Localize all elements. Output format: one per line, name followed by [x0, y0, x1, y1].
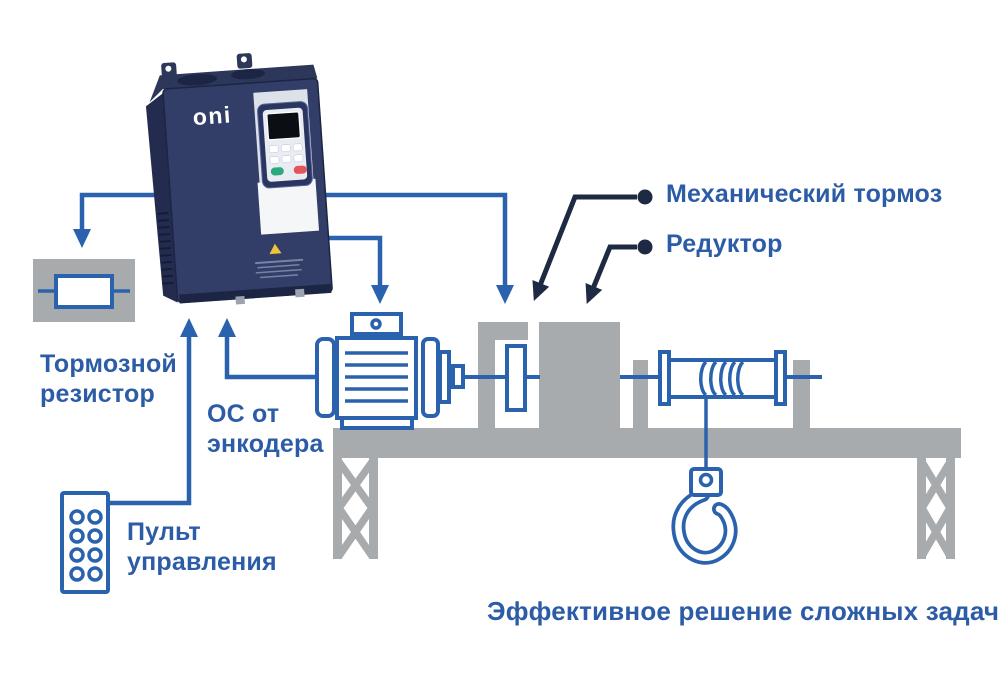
- bullet-gearbox: [637, 239, 653, 255]
- hook-block: [689, 467, 723, 497]
- wire-vfd-to-motor: [322, 235, 389, 304]
- motor-cooling-fins: [345, 351, 408, 403]
- bullet-mechanical-brake: [637, 189, 653, 205]
- lattice-tower-right: [917, 458, 955, 559]
- wire-vfd-to-brake: [322, 192, 514, 304]
- tower-braces: [918, 460, 954, 558]
- cooling-fan: [177, 74, 218, 86]
- motor-shaft-step: [438, 350, 451, 404]
- label-line: ОС от: [207, 400, 280, 428]
- run-button: [270, 167, 284, 176]
- warning-triangle-icon: [269, 243, 282, 255]
- control-panel-icon: [60, 491, 110, 594]
- cooling-fan: [230, 69, 265, 80]
- hook-body-inner: [675, 491, 734, 561]
- vfd-foot: [295, 288, 305, 298]
- motor-shaft-end: [451, 364, 465, 389]
- drum-flange-left: [658, 350, 671, 406]
- label-line: Пульт: [127, 518, 201, 546]
- label-line: энкодера: [207, 430, 324, 458]
- cable-drum-icon: [658, 350, 787, 406]
- tower-braces: [335, 459, 376, 559]
- hook-icon: [671, 397, 738, 565]
- resistor-symbol: [54, 274, 114, 309]
- motor-icon: [315, 312, 465, 430]
- crane-platform: [333, 428, 961, 458]
- callout-line-gearbox: [585, 244, 637, 304]
- wire-control-panel-to-vfd: [108, 318, 198, 506]
- keypad-display: [266, 111, 301, 141]
- drum-support-right: [793, 360, 810, 428]
- tower-leg: [369, 458, 378, 559]
- vfd-top-plate: [149, 64, 318, 103]
- vent-slots: [157, 212, 174, 285]
- motor-terminal-box: [350, 312, 403, 336]
- warning-label: [255, 243, 304, 279]
- vfd-side-face: [145, 93, 178, 303]
- mounting-hole: [240, 56, 247, 63]
- label-line: резистор: [40, 380, 155, 408]
- lattice-tower-left: [333, 458, 378, 559]
- drum-flange-right: [774, 350, 787, 406]
- motor-end-cap-right: [421, 337, 440, 418]
- wire-encoder-to-vfd: [218, 318, 319, 380]
- motor-end-cap-left: [315, 337, 336, 418]
- stop-button: [293, 165, 307, 174]
- hook-block-pin: [698, 472, 714, 488]
- drum-rope-coils: [699, 360, 745, 397]
- label-control-panel: Пульт управления: [127, 517, 277, 577]
- keypad-buttons: [268, 143, 304, 164]
- mounting-hole: [165, 65, 172, 72]
- callouts: [532, 189, 653, 304]
- mechanical-brake-disc: [505, 344, 527, 412]
- drum-support-left: [633, 360, 648, 428]
- label-encoder-feedback: ОС от энкодера: [207, 399, 324, 459]
- crane-structure: [333, 322, 961, 559]
- vfd-white-panel: [257, 178, 320, 235]
- label-fine-print: [255, 258, 304, 279]
- frequency-converter: oni: [145, 53, 333, 305]
- control-panel-buttons: [69, 509, 103, 582]
- tagline: Эффективное решение сложных задач: [487, 596, 1000, 626]
- label-braking-resistor: Тормозной резистор: [40, 349, 177, 409]
- terminal-box-bolt: [370, 318, 382, 330]
- signal-wires: [73, 192, 514, 506]
- tower-leg: [333, 458, 342, 559]
- callout-line-mechanical-brake: [532, 194, 637, 302]
- label-line: управления: [127, 548, 277, 576]
- vfd-base-strip: [179, 283, 332, 304]
- label-line: Тормозной: [40, 350, 177, 378]
- vfd-foot: [235, 295, 245, 305]
- keypad: [257, 101, 313, 189]
- oni-logo: oni: [192, 101, 233, 130]
- mechanical-brake-bracket: [478, 322, 528, 428]
- wire-vfd-to-resistor: [73, 192, 172, 248]
- gearbox-icon: [539, 322, 620, 428]
- label-mechanical-brake: Механический тормоз: [666, 180, 943, 208]
- label-gearbox: Редуктор: [666, 230, 783, 258]
- braking-resistor-icon: [33, 259, 135, 322]
